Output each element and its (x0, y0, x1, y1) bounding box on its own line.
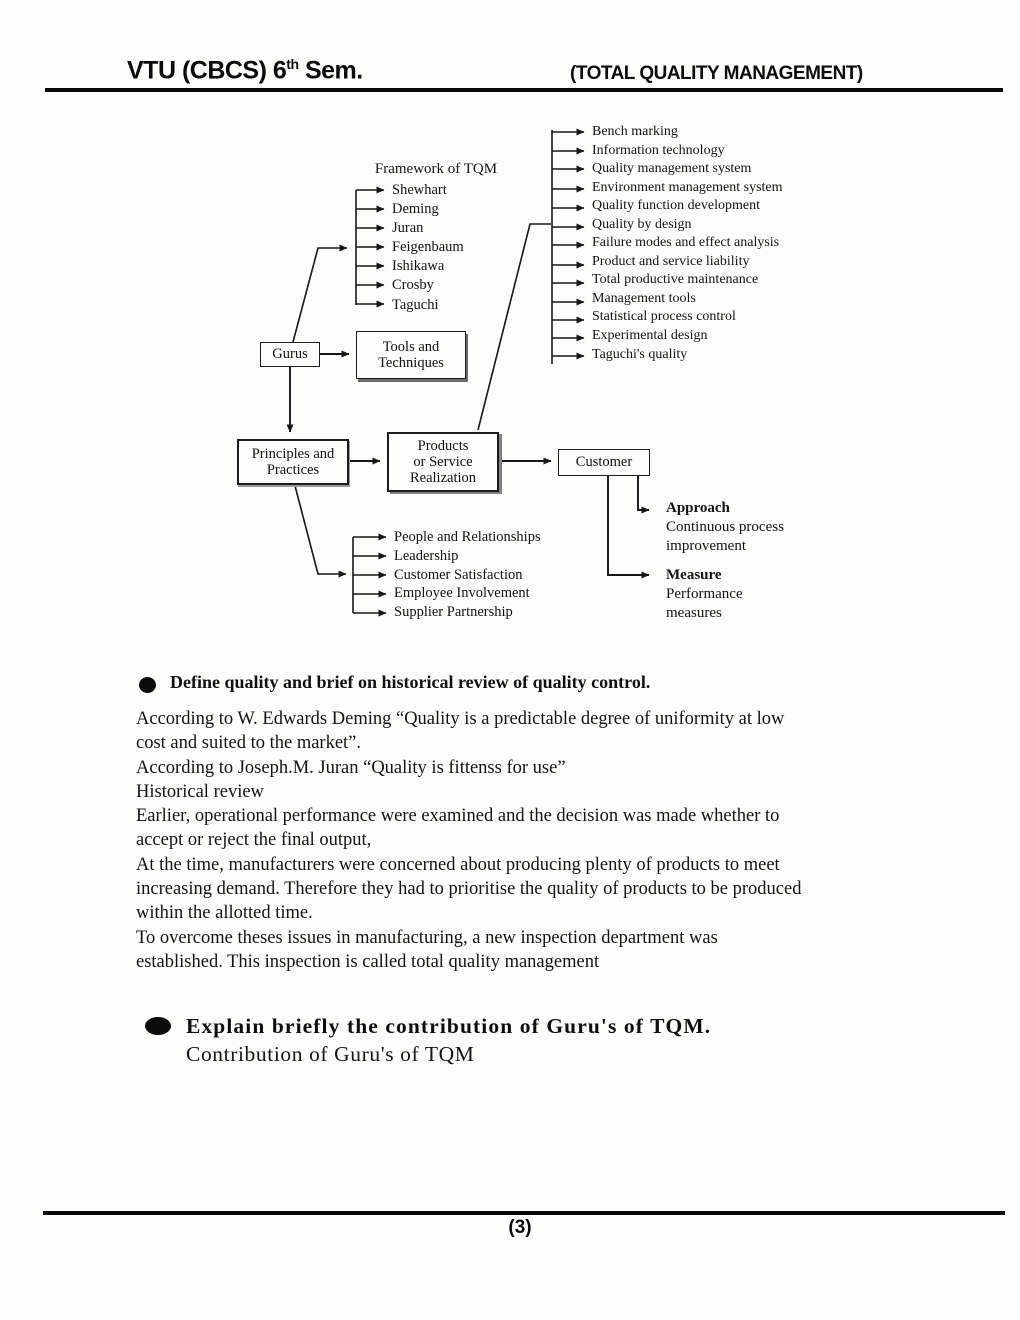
page-number: (3) (508, 1217, 532, 1238)
tools-techniques-list: Bench marking Information technology Qua… (592, 123, 783, 364)
tool-item: Experimental design (592, 328, 708, 344)
tqm-framework-diagram-lines (286, 128, 650, 617)
tool-item: Information technology (592, 142, 725, 158)
tool-item: Management tools (592, 290, 696, 306)
question-1-heading: Define quality and brief on historical r… (170, 672, 651, 692)
header-subject-title: (TOTAL QUALITY MANAGEMENT) (570, 63, 863, 84)
guru-item: Shewhart (392, 182, 447, 198)
principle-item: Customer Satisfaction (394, 566, 523, 583)
principle-item: People and Relationships (394, 529, 541, 545)
gurus-list: Shewhart Deming Juran Feigenbaum Ishikaw… (392, 181, 464, 315)
customer-measure-note: Measure Performance measures (666, 566, 743, 623)
principle-item: Leadership (394, 547, 459, 564)
measure-detail: Performance measures (666, 586, 743, 621)
question-2-heading: Explain briefly the contribution of Guru… (186, 1014, 712, 1038)
bullet-icon (145, 1017, 171, 1035)
tool-item: Failure modes and effect analysis (592, 235, 780, 251)
tool-item: Statistical process control (592, 309, 736, 325)
guru-item: Ishikawa (392, 258, 445, 275)
guru-item: Crosby (392, 277, 434, 294)
customer-box: Customer (558, 449, 650, 476)
header-course-main: VTU (CBCS) 6 (127, 56, 287, 85)
footer-rule (43, 1211, 1005, 1215)
tool-item: Quality function development (592, 198, 760, 214)
principle-item: Employee Involvement (394, 585, 530, 602)
principles-and-practices-box: Principles and Practices (237, 439, 349, 485)
customer-approach-note: Approach Continuous process improvement (666, 499, 784, 556)
guru-item: Feigenbaum (392, 239, 464, 256)
guru-item: Juran (392, 220, 424, 237)
tool-item: Taguchi's quality (592, 346, 688, 362)
approach-detail: Continuous process improvement (666, 519, 784, 554)
tool-item: Bench marking (592, 124, 678, 139)
framework-of-tqm-label: Framework of TQM (374, 161, 498, 177)
tool-item: Total productive maintenance (592, 272, 759, 288)
header-ordinal-suffix: th (286, 56, 299, 72)
question-2-subheading: Contribution of Guru's of TQM (186, 1042, 475, 1066)
guru-item: Deming (392, 201, 439, 218)
answer-body-text: According to W. Edwards Deming “Quality … (136, 709, 802, 972)
principle-item: Supplier Partnership (394, 604, 513, 621)
bullet-icon (139, 677, 156, 693)
tool-item: Environment management system (592, 179, 783, 195)
measure-title: Measure (666, 567, 722, 583)
tool-item: Product and service liability (592, 253, 750, 269)
tool-item: Quality management system (592, 161, 752, 177)
header-rule (45, 88, 1003, 92)
header-course-title: VTU (CBCS) 6th Sem. (127, 56, 363, 85)
gurus-box: Gurus (260, 342, 320, 367)
approach-title: Approach (666, 500, 730, 516)
principles-list: People and Relationships Leadership Cust… (394, 528, 541, 622)
guru-item: Taguchi (392, 296, 439, 313)
tool-item: Quality by design (592, 216, 692, 232)
tools-and-techniques-box: Tools and Techniques (356, 331, 466, 379)
header-course-tail: Sem. (298, 56, 363, 85)
products-or-service-realization-box: Products or Service Realization (387, 432, 499, 492)
